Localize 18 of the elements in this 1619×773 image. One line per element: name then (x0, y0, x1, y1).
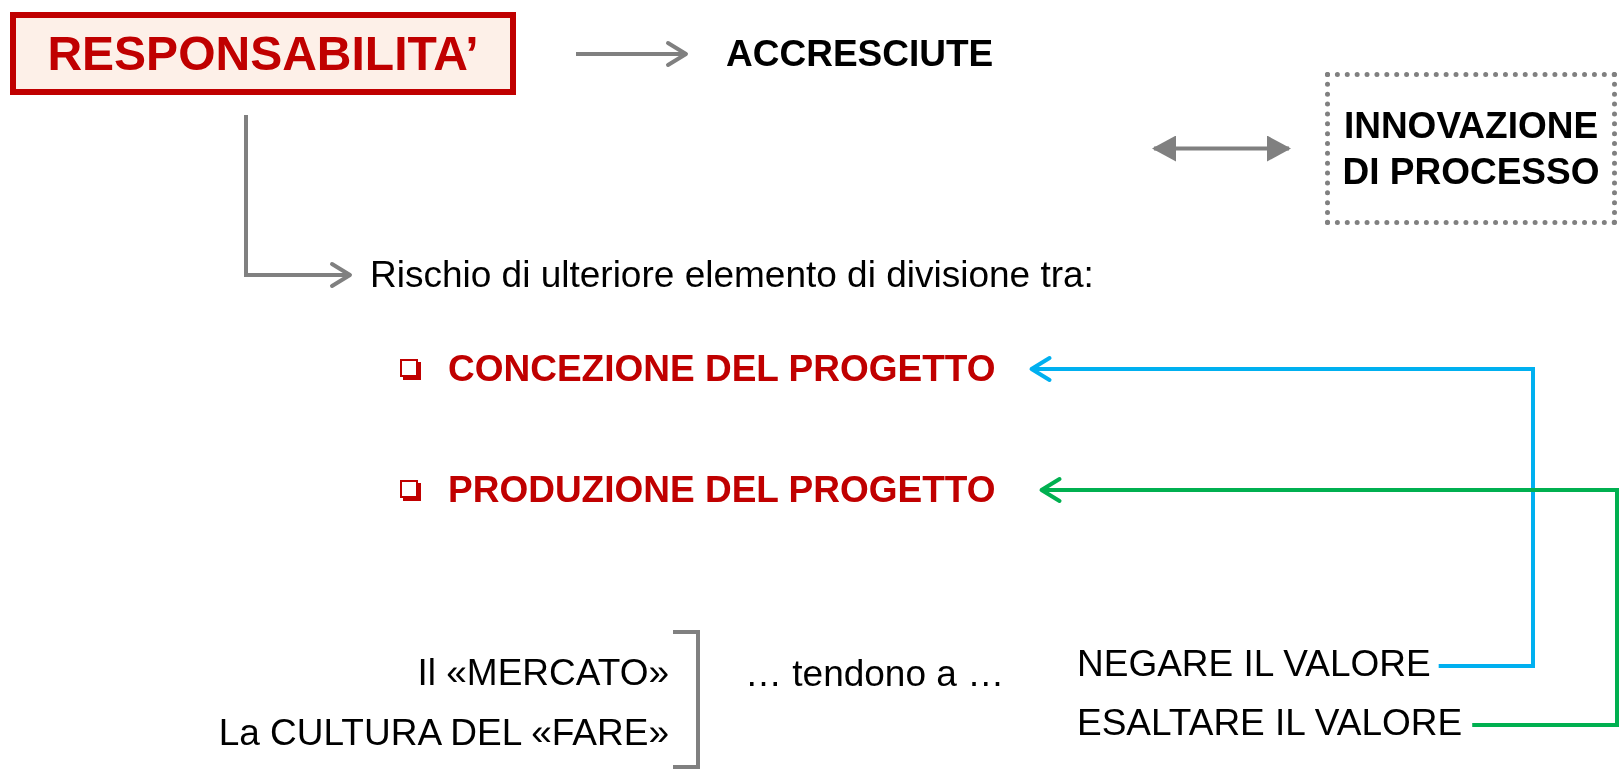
list-item-text: CONCEZIONE DEL PROGETTO (448, 348, 996, 389)
arrow (1039, 477, 1619, 727)
title-text: RESPONSABILITA’ (47, 26, 479, 81)
connector-text: … tendono a … (745, 653, 1005, 695)
text-label: NEGARE IL VALORE (1077, 643, 1431, 685)
heading-text: ACCRESCIUTE (726, 33, 994, 75)
process-box (1325, 72, 1617, 225)
text-label: Rischio di ulteriore elemento di divisione tra: (370, 254, 1094, 296)
title-box (10, 12, 516, 95)
list-item-text: PRODUZIONE DEL PROGETTO (448, 469, 996, 510)
arrow (1029, 356, 1535, 668)
text-label: ESALTARE IL VALORE (1077, 702, 1463, 744)
arrow (576, 41, 688, 67)
arrow (1152, 135, 1291, 162)
process-text: INNOVAZIONE DI PROCESSO (1341, 104, 1601, 194)
text-label: Il «MERCATO» (417, 652, 669, 694)
text-label: La CULTURA DEL «FARE» (218, 712, 669, 754)
arrow (244, 115, 352, 288)
